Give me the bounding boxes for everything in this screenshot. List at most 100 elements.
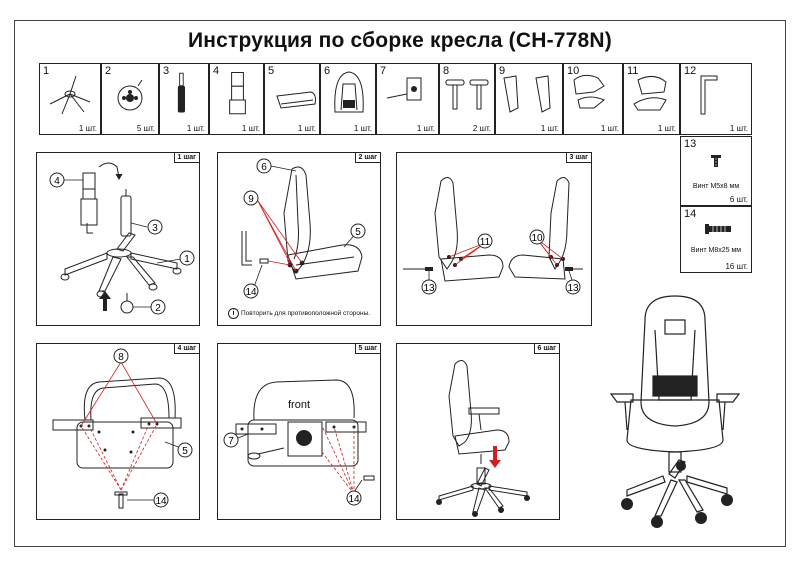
part-4-box: 4 1 шт. — [209, 63, 264, 135]
step-4-diagram: 8 5 14 — [52, 348, 193, 509]
callout-4: 4 — [54, 176, 60, 187]
part-quantity: 1 шт. — [78, 124, 97, 133]
callout-7: 7 — [228, 436, 234, 447]
callout-3: 3 — [152, 223, 158, 234]
part-quantity: 2 шт. — [472, 124, 491, 133]
assembled-chair-illustration — [609, 295, 741, 528]
part-number: 6 — [324, 65, 331, 77]
step-1-diagram: 4 3 1 2 — [49, 162, 195, 315]
part-5-box: 5 1 шт. — [264, 63, 320, 135]
callout-8: 8 — [118, 352, 124, 363]
part-quantity: 5 шт. — [136, 124, 155, 133]
part-number: 2 — [105, 65, 112, 77]
callout-2: 2 — [155, 303, 161, 314]
armrest-icon — [445, 79, 489, 110]
part-number: 11 — [627, 65, 639, 77]
step-6-panel: 6 шаг — [396, 343, 560, 520]
part-number: 13 — [684, 138, 697, 150]
part-8-box: 8 2 шт. — [439, 63, 495, 135]
part-quantity: 1 шт. — [241, 124, 260, 133]
part-quantity: 6 шт. — [729, 195, 748, 204]
step-label: 6 шаг — [533, 344, 559, 354]
step-label: 3 шаг — [565, 153, 591, 163]
part-number: 12 — [684, 65, 697, 77]
part-quantity: 1 шт. — [540, 124, 559, 133]
backrest-bracket-icon — [503, 75, 551, 113]
callout-14: 14 — [348, 494, 360, 505]
part-1-box: 1 1 шт. — [39, 63, 101, 135]
part-quantity: 16 шт. — [725, 262, 748, 271]
step-5-panel: 5 шаг — [217, 343, 381, 520]
part-description: Винт M8x25 мм — [690, 247, 742, 254]
step-3-diagram: 11 10 13 13 — [403, 177, 583, 295]
step-3-panel: 3 шаг — [396, 152, 592, 326]
step-5-diagram: 7 14 — [223, 379, 375, 506]
part-9-box: 9 1 шт. — [495, 63, 563, 135]
hex-key-icon — [700, 75, 718, 115]
callout-1: 1 — [184, 254, 190, 265]
step-2-diagram: 6 9 5 14 — [241, 158, 366, 299]
part-7-box: 7 1 шт. — [376, 63, 439, 135]
part-13-box: 13 Винт M5x8 мм 6 шт. — [680, 136, 752, 206]
callout-13: 13 — [423, 283, 435, 294]
callout-9: 9 — [248, 194, 254, 205]
screw-m5-icon — [711, 155, 721, 167]
part-number: 1 — [43, 65, 50, 77]
part-quantity: 1 шт. — [186, 124, 205, 133]
callout-5: 5 — [355, 227, 361, 238]
step-2-panel: 2 шаг — [217, 152, 381, 326]
part-quantity: 1 шт. — [729, 124, 748, 133]
part-6-box: 6 1 шт. — [320, 63, 376, 135]
step-4-panel: 4 шаг — [36, 343, 200, 520]
note-text: Повторить для противоположной стороны. — [241, 310, 371, 317]
step-label: 4 шаг — [173, 344, 199, 354]
part-12-box: 12 1 шт. — [680, 63, 752, 135]
step-label: 1 шаг — [173, 153, 199, 163]
side-cover-right-icon — [633, 76, 667, 111]
side-cover-left-icon — [573, 74, 605, 109]
part-3-box: 3 1 шт. — [159, 63, 209, 135]
page-frame — [14, 20, 786, 547]
part-number: 7 — [380, 65, 387, 77]
step-6-diagram — [436, 360, 530, 517]
part-number: 10 — [567, 65, 580, 77]
part-10-box: 10 1 шт. — [563, 63, 623, 135]
front-label: front — [288, 399, 311, 411]
part-description: Винт M5x8 мм — [692, 183, 740, 190]
page-title: Инструкция по сборке кресла (CH-778N) — [188, 29, 612, 52]
part-quantity: 1 шт. — [353, 124, 372, 133]
screw-m8-icon — [705, 224, 731, 234]
part-number: 4 — [213, 65, 220, 77]
callout-5: 5 — [182, 446, 188, 457]
callout-14: 14 — [245, 287, 257, 298]
part-quantity: 1 шт. — [600, 124, 619, 133]
step-1-panel: 1 шаг — [36, 152, 200, 326]
part-quantity: 1 шт. — [416, 124, 435, 133]
part-quantity: 1 шт. — [657, 124, 676, 133]
part-number: 3 — [163, 65, 170, 77]
backrest-icon — [334, 71, 364, 113]
lift-cover-icon — [229, 72, 246, 115]
part-number: 5 — [268, 65, 275, 77]
star-base-icon — [49, 75, 91, 115]
caster-wheel-icon — [117, 79, 143, 111]
info-icon: i — [228, 308, 239, 319]
part-number: 8 — [443, 65, 450, 77]
gas-lift-icon — [177, 72, 185, 113]
part-2-box: 2 5 шт. — [101, 63, 159, 135]
tilt-mechanism-icon — [386, 77, 422, 101]
part-14-box: 14 Винт M8x25 мм 16 шт. — [680, 206, 752, 273]
callout-13: 13 — [567, 283, 579, 294]
seat-icon — [276, 91, 316, 109]
callout-14: 14 — [155, 496, 167, 507]
part-quantity: 1 шт. — [297, 124, 316, 133]
part-11-box: 11 1 шт. — [623, 63, 680, 135]
callout-10: 10 — [531, 233, 543, 244]
part-number: 9 — [499, 65, 506, 77]
step-label: 2 шаг — [354, 153, 380, 163]
callout-6: 6 — [261, 162, 267, 173]
step-label: 5 шаг — [354, 344, 380, 354]
callout-11: 11 — [480, 237, 491, 248]
part-number: 14 — [684, 208, 697, 220]
